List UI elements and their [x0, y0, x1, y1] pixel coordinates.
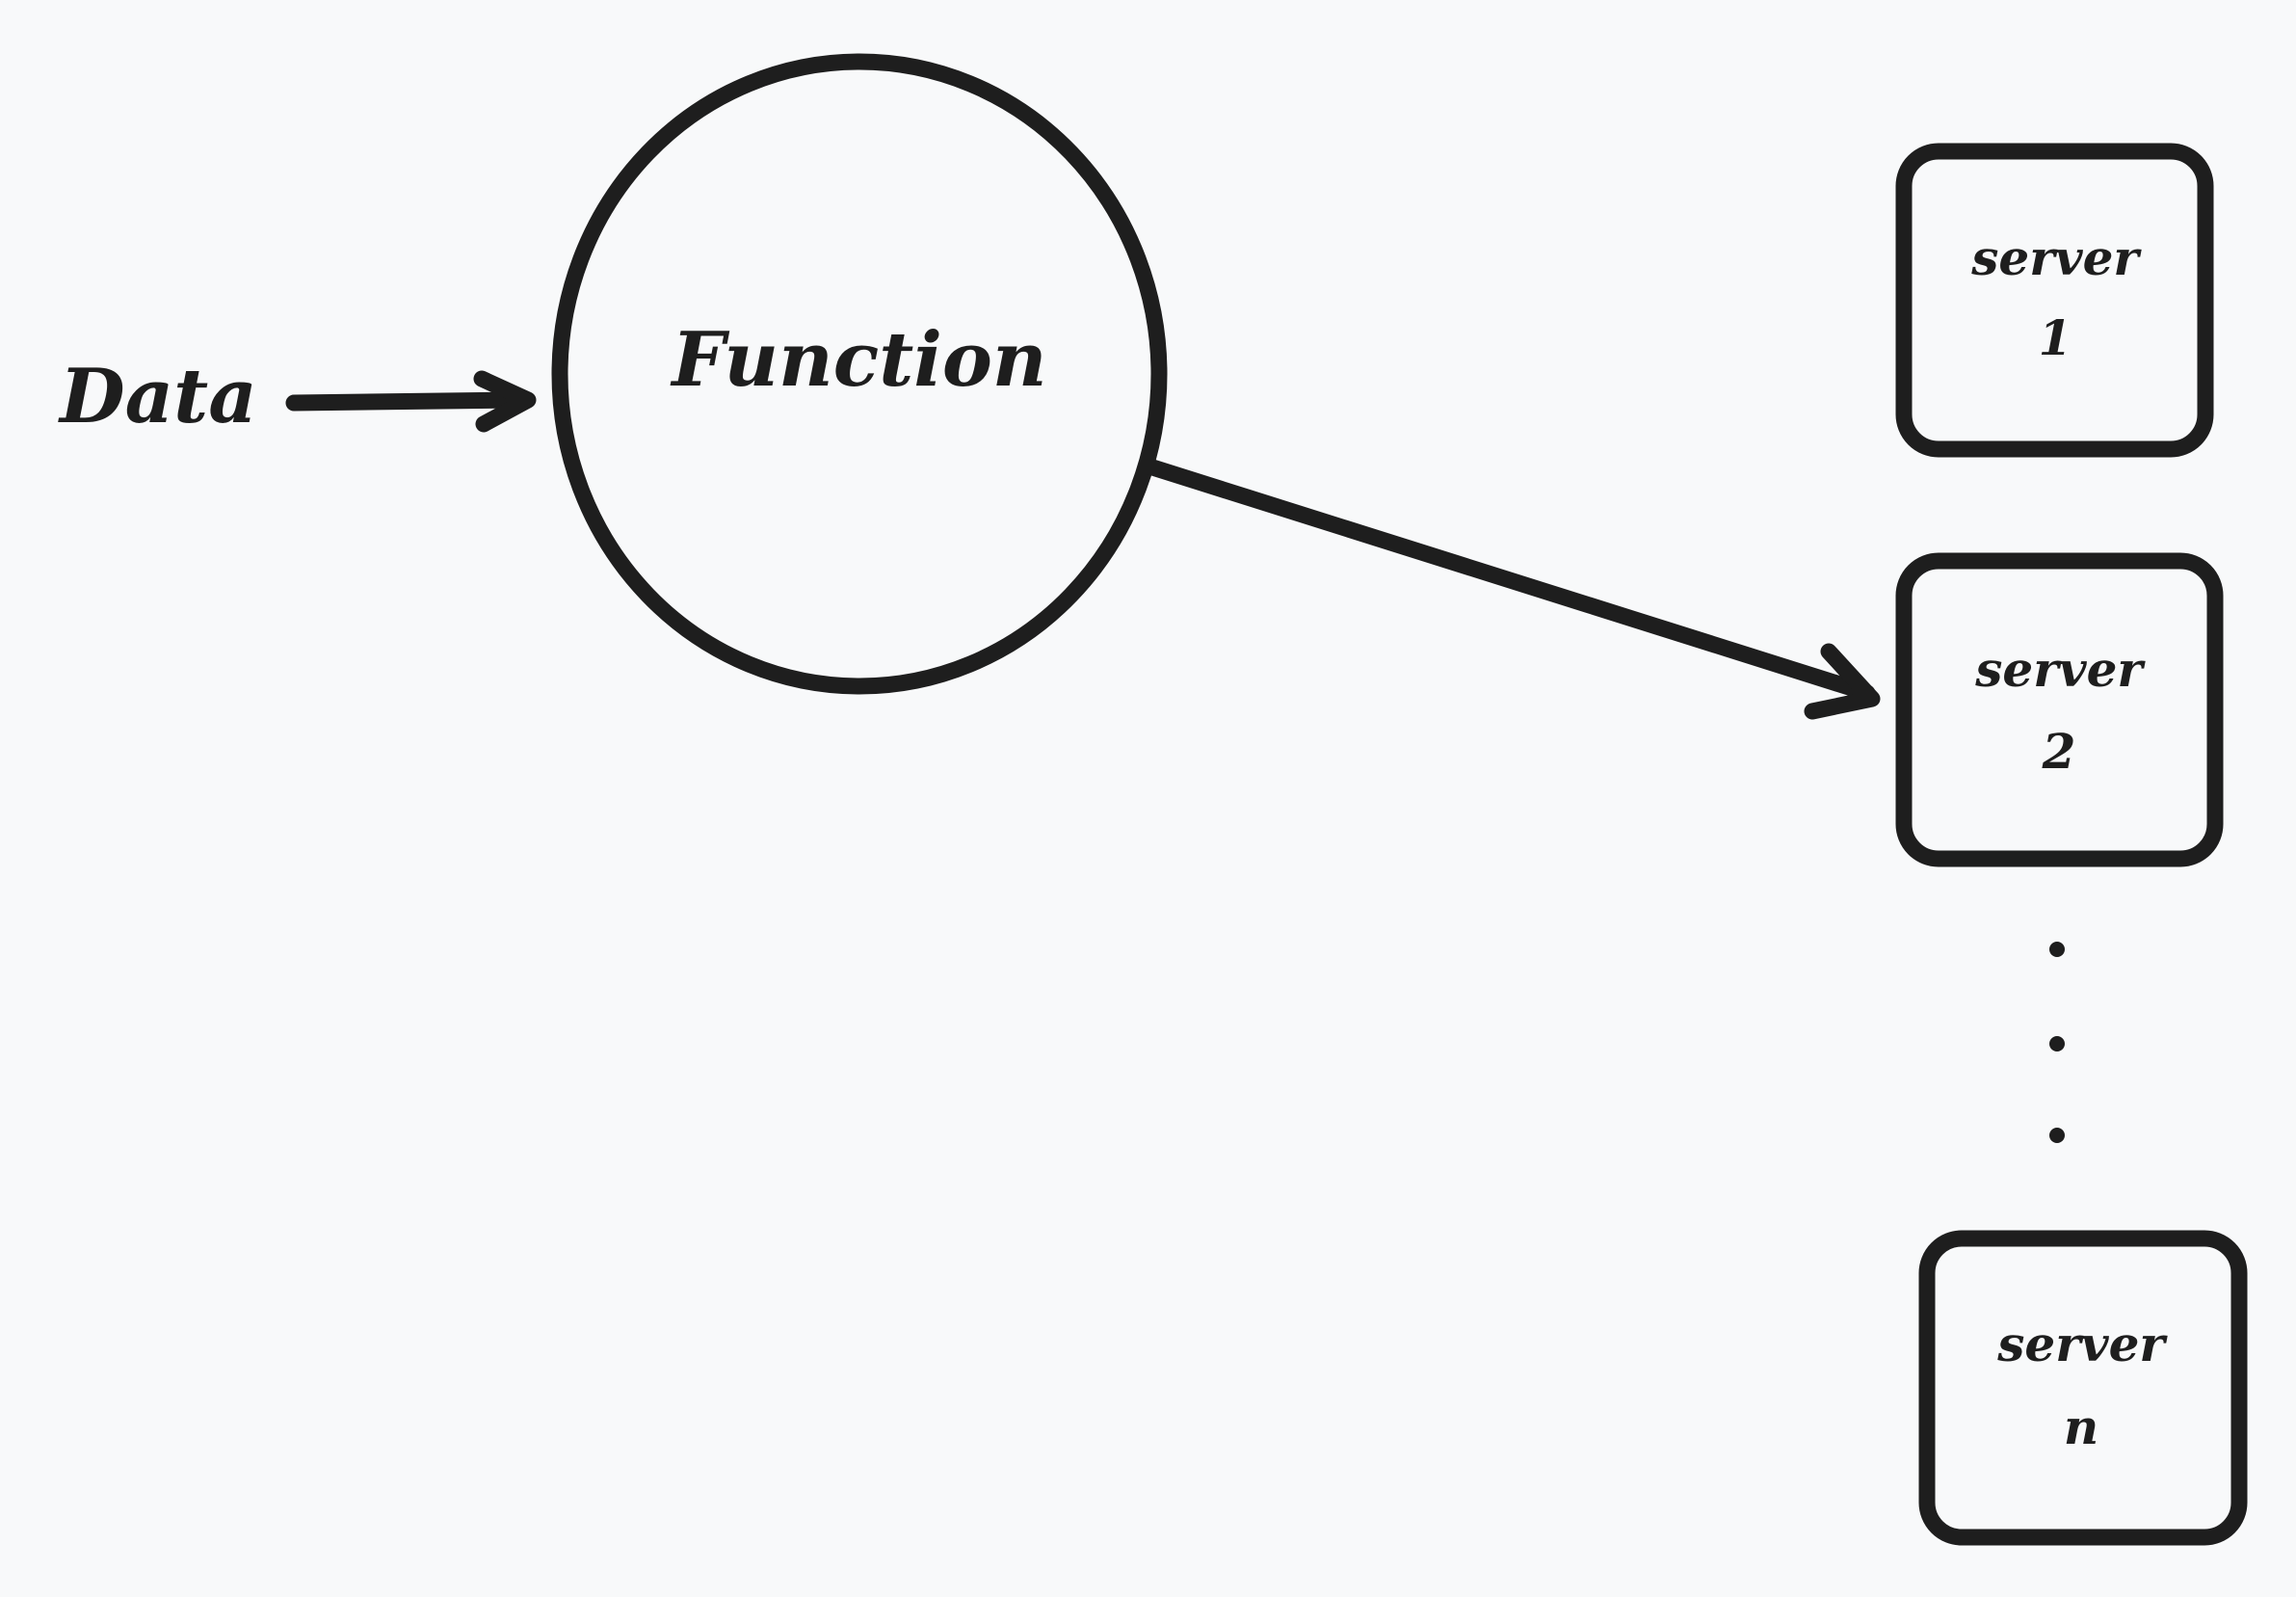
function-to-server-2-arrow	[1138, 457, 1881, 720]
server-2-label-line2: 2	[2042, 723, 2076, 780]
data-to-function-arrow	[285, 370, 537, 433]
server-1-label-line2: 1	[2039, 309, 2072, 366]
server-2-node: server 2	[1895, 552, 2224, 867]
server-n-node: server n	[1918, 1230, 2248, 1546]
ellipsis-dots	[2049, 942, 2065, 1143]
server-1-label-line1: server	[1970, 229, 2142, 286]
function-label: Function	[670, 316, 1046, 404]
server-2-label-line1: server	[1974, 641, 2146, 698]
data-label: Data	[58, 353, 257, 440]
function-node: Function	[551, 53, 1168, 695]
server-1-node: server 1	[1895, 143, 2214, 458]
server-n-label-line2: n	[2064, 1398, 2098, 1455]
server-n-label-line1: server	[1996, 1316, 2168, 1372]
